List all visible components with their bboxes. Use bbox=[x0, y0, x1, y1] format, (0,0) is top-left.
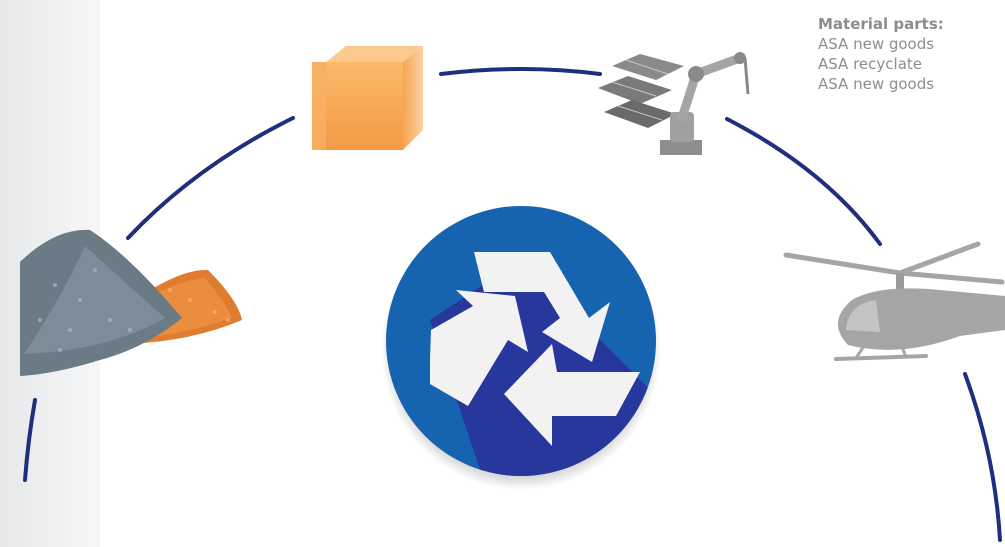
ring-arc-top bbox=[439, 67, 602, 76]
ring-arc-right bbox=[963, 372, 1002, 542]
cycle-ring bbox=[23, 67, 1002, 542]
material-parts-legend: Material parts: ASA new goods ASA recycl… bbox=[818, 14, 998, 94]
recycling-icon bbox=[381, 206, 661, 490]
ring-arc-left bbox=[23, 398, 37, 482]
cube-icon bbox=[312, 46, 423, 150]
helicopter-icon bbox=[783, 241, 1005, 361]
material-part-item: ASA new goods bbox=[818, 75, 935, 93]
robot-arm-solar-panels-icon bbox=[598, 52, 750, 155]
ring-arc-top-right bbox=[725, 117, 882, 246]
material-part-item: ASA recyclate bbox=[818, 55, 922, 73]
ring-arc-top-left bbox=[126, 116, 295, 240]
material-part-item: ASA new goods bbox=[818, 35, 935, 53]
material-parts-title: Material parts: bbox=[818, 15, 944, 33]
plastic-pellets-icon bbox=[20, 229, 242, 376]
